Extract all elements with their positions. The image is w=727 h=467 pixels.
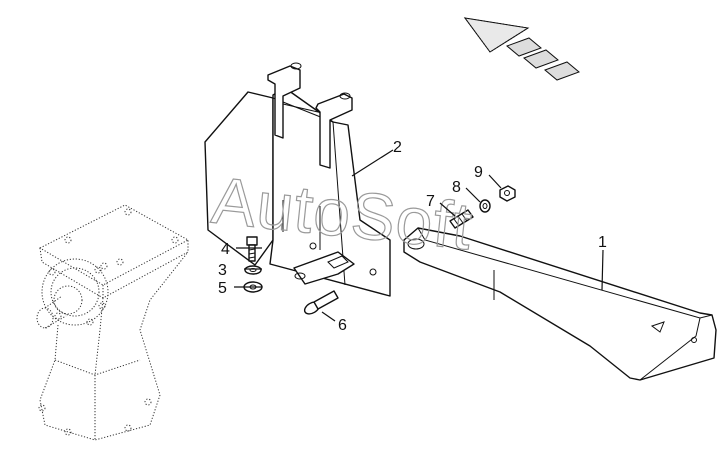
fastener-stack-right xyxy=(449,185,516,229)
callout-6: 6 xyxy=(338,317,347,334)
callout-9: 9 xyxy=(474,164,483,181)
callout-2: 2 xyxy=(393,139,402,156)
gearbox-ghost xyxy=(36,204,190,441)
callout-1: 1 xyxy=(598,234,607,251)
leader-lines xyxy=(234,149,604,322)
shield-bracket xyxy=(204,62,391,297)
callout-8: 8 xyxy=(452,179,461,196)
support-arm xyxy=(403,227,717,381)
callout-7: 7 xyxy=(426,193,435,210)
callout-5: 5 xyxy=(218,280,227,297)
direction-arrow-icon xyxy=(463,17,580,81)
callouts: 1 2 3 4 5 6 7 8 9 xyxy=(218,139,607,334)
callout-3: 3 xyxy=(218,262,227,279)
fastener-stack-left xyxy=(243,236,263,293)
carriage-bolt xyxy=(303,290,339,315)
callout-4: 4 xyxy=(221,241,230,258)
